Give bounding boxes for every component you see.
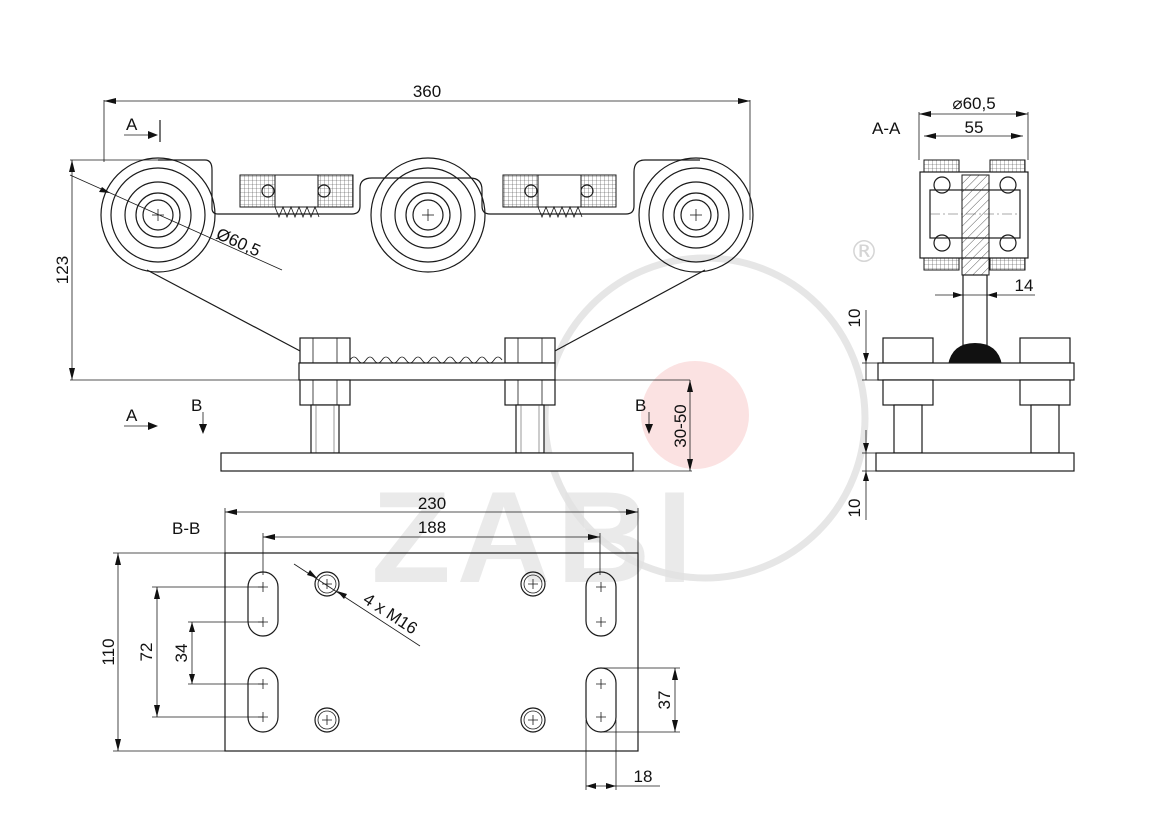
wheel-left	[100, 157, 216, 273]
dim-plate-length: 230	[418, 494, 446, 513]
dim-overall-length: 360	[413, 82, 441, 101]
dim-slot-length: 37	[655, 691, 674, 710]
slot-bottom-right	[585, 667, 617, 733]
dim-slot-outer-spacing: 72	[137, 643, 156, 662]
hole-m16-top-left	[314, 571, 340, 597]
section-bb-title: B-B	[172, 519, 200, 538]
dim-stem-width: 14	[1015, 276, 1034, 295]
watermark-registered-mark: ®	[849, 235, 879, 270]
nut-upper-right	[504, 337, 556, 364]
section-aa-title: A-A	[872, 119, 901, 138]
guide-bearing-left	[239, 174, 354, 219]
bolt-left	[310, 404, 340, 454]
slot-bottom-left	[247, 667, 279, 733]
section-mark-b-left: B	[191, 396, 202, 415]
wheel-middle	[370, 157, 486, 273]
hole-m16-bottom-right	[520, 707, 546, 733]
hole-m16-bottom-left	[314, 707, 340, 733]
dim-slot-width: 18	[634, 767, 653, 786]
section-mark-a-bottom: A	[126, 406, 138, 425]
nut-upper-left	[299, 337, 351, 364]
wheel-right	[638, 157, 754, 273]
dim-section-width: 55	[965, 118, 984, 137]
dim-section-wheel-diameter: ⌀60,5	[952, 94, 995, 113]
dim-wheel-diameter-front: Ø60,5	[213, 224, 263, 260]
watermark-ring	[541, 254, 869, 582]
dim-height: 123	[53, 256, 72, 284]
section-bb-view: B-B 230 188	[99, 494, 680, 790]
dim-plate-thickness-bottom: 10	[845, 499, 864, 518]
section-aa-view: A-A ⌀60,5 55 14	[845, 94, 1075, 520]
dim-slot-inner-spacing: 34	[172, 644, 191, 663]
front-view: 360	[53, 82, 754, 472]
nut-lower-left	[299, 379, 351, 406]
dim-plate-thickness-top: 10	[845, 309, 864, 328]
guide-bearing-right	[502, 174, 617, 219]
slot-top-left	[247, 571, 279, 637]
carriage-frame	[158, 159, 700, 215]
slot-top-right	[585, 571, 617, 637]
section-mark-a-top: A	[126, 115, 138, 134]
bolt-right	[515, 404, 545, 454]
dim-hole-spacing: 188	[418, 518, 446, 537]
dim-adjust-range: 30-50	[671, 404, 690, 447]
base-plate	[220, 452, 634, 472]
section-mark-b-right: B	[635, 396, 646, 415]
watermark: ZABI ®	[371, 235, 879, 610]
nut-lower-right	[504, 379, 556, 406]
hole-m16-top-right	[520, 571, 546, 597]
base-plate-plan	[224, 552, 639, 752]
dim-plate-width: 110	[99, 638, 118, 665]
carrier-plate	[298, 362, 556, 381]
watermark-accent-dot	[641, 361, 749, 469]
